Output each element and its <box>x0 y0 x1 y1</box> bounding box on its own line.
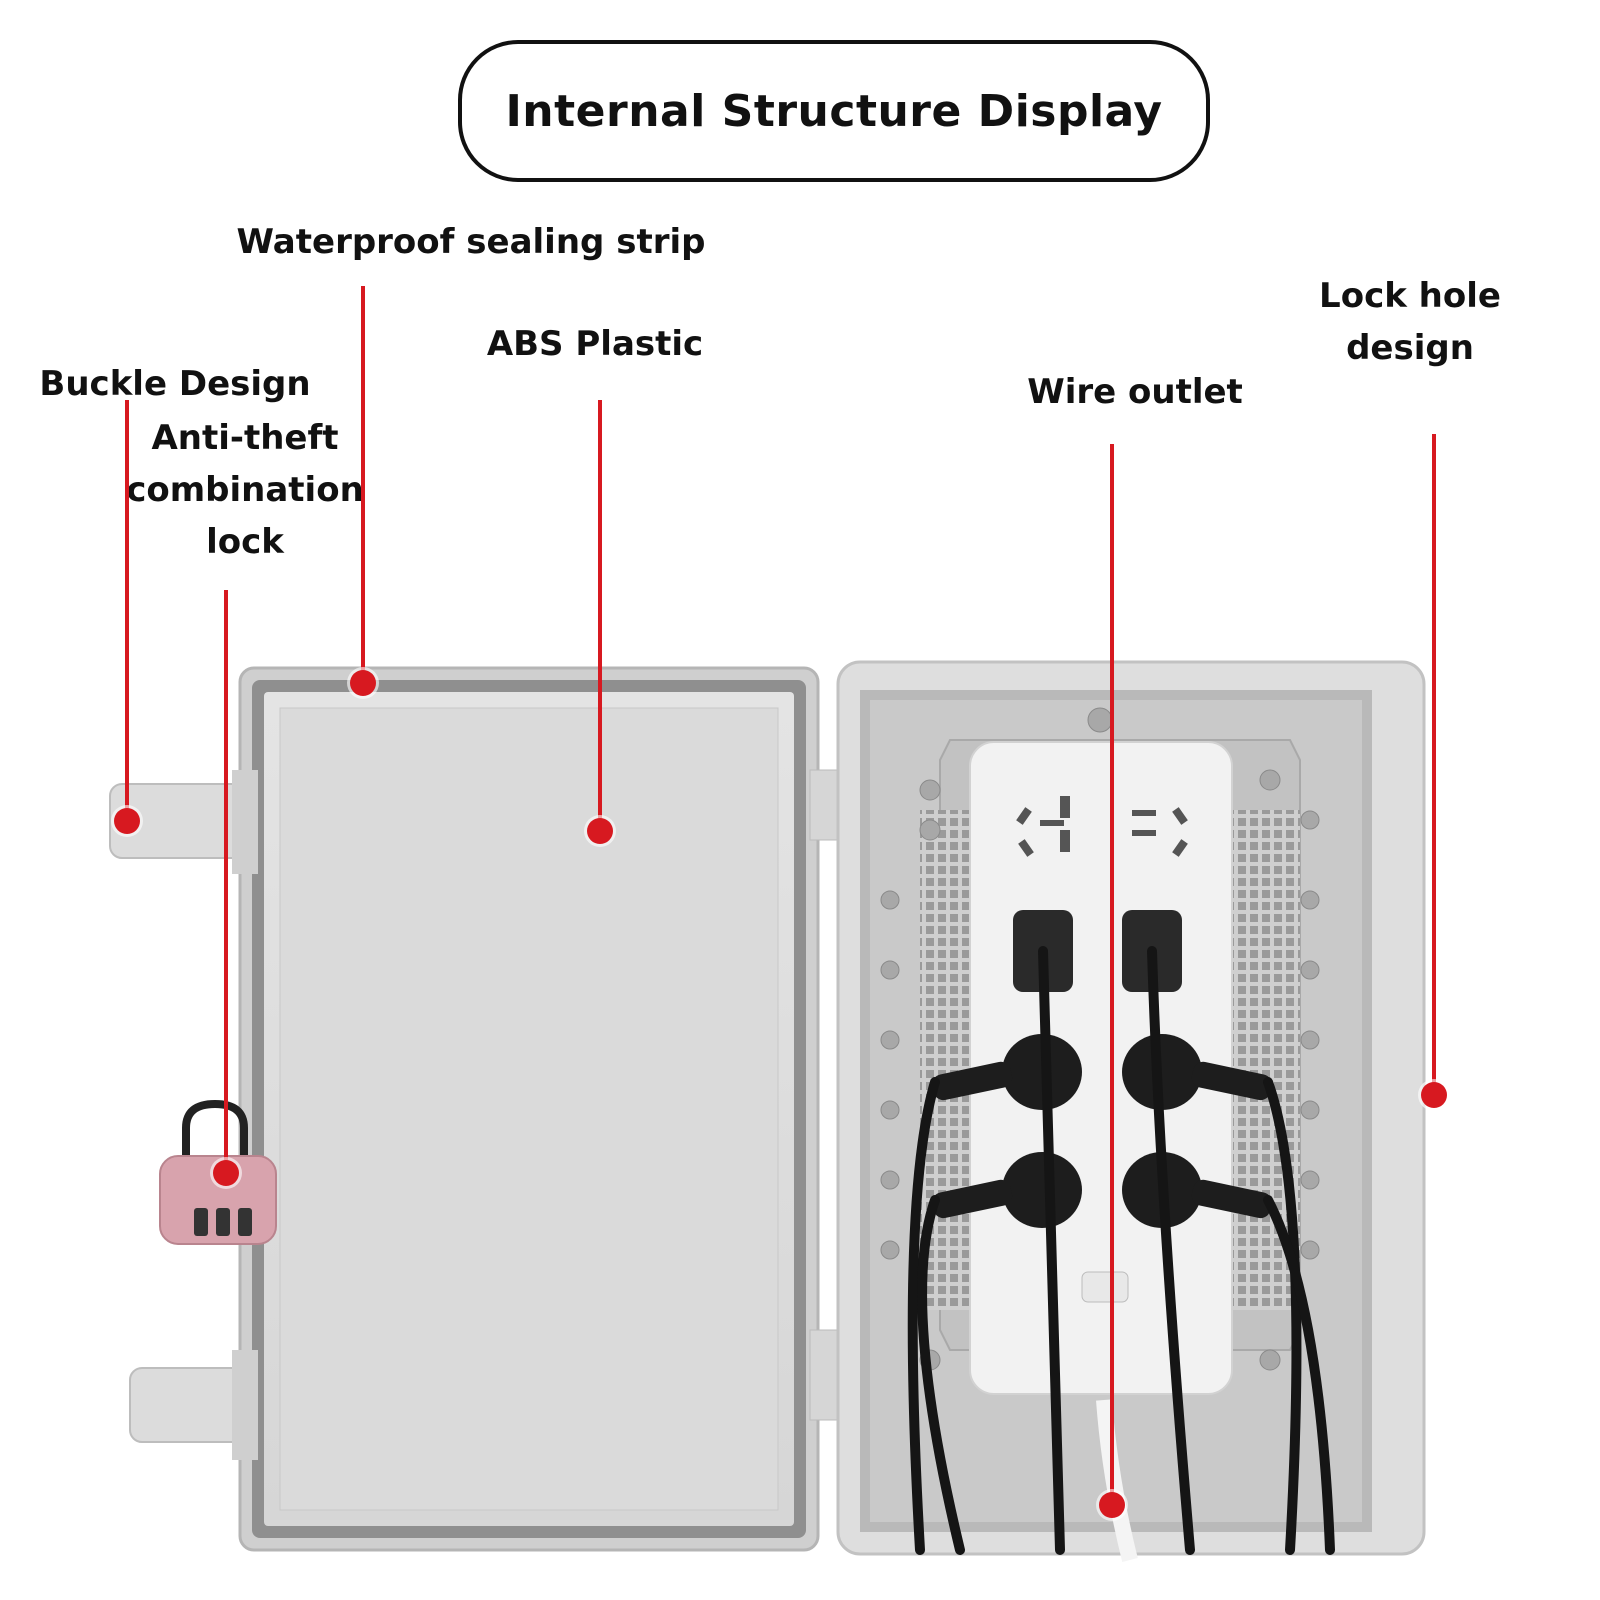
buckle-bottom <box>129 1350 258 1460</box>
title-box: Internal Structure Display <box>458 40 1210 182</box>
leader-abs <box>598 400 602 830</box>
combination-padlock <box>159 1099 277 1245</box>
label-lock-hole-line2: design <box>1346 328 1474 368</box>
label-wire-outlet: Wire outlet <box>1027 372 1243 412</box>
label-anti-theft-line3: lock <box>206 522 284 562</box>
leader-lock-hole <box>1432 434 1436 1094</box>
label-lock-hole-design: Lock hole design <box>1300 270 1520 374</box>
lid <box>238 666 820 1552</box>
dot-lock-hole <box>1421 1082 1447 1108</box>
buckle-top <box>109 770 258 874</box>
label-anti-theft-line2: combination <box>126 470 364 510</box>
label-anti-theft-line1: Anti-theft <box>151 418 339 458</box>
dot-buckle <box>114 808 140 834</box>
leader-buckle <box>125 400 129 820</box>
page-title: Internal Structure Display <box>505 85 1163 137</box>
label-abs-plastic: ABS Plastic <box>486 324 704 364</box>
leader-wire-outlet <box>1110 444 1114 1504</box>
label-waterproof-sealing-strip: Waterproof sealing strip <box>236 222 706 262</box>
box-body <box>836 660 1426 1562</box>
dot-anti-theft <box>213 1160 239 1186</box>
label-buckle-design: Buckle Design <box>39 364 311 404</box>
leader-waterproof <box>361 286 365 682</box>
leader-anti-theft <box>224 590 228 1180</box>
label-anti-theft-lock: Anti-theft combination lock <box>120 412 370 568</box>
label-lock-hole-line1: Lock hole <box>1319 276 1501 316</box>
dot-wire-outlet <box>1099 1492 1125 1518</box>
dot-waterproof <box>350 670 376 696</box>
dot-abs <box>587 818 613 844</box>
